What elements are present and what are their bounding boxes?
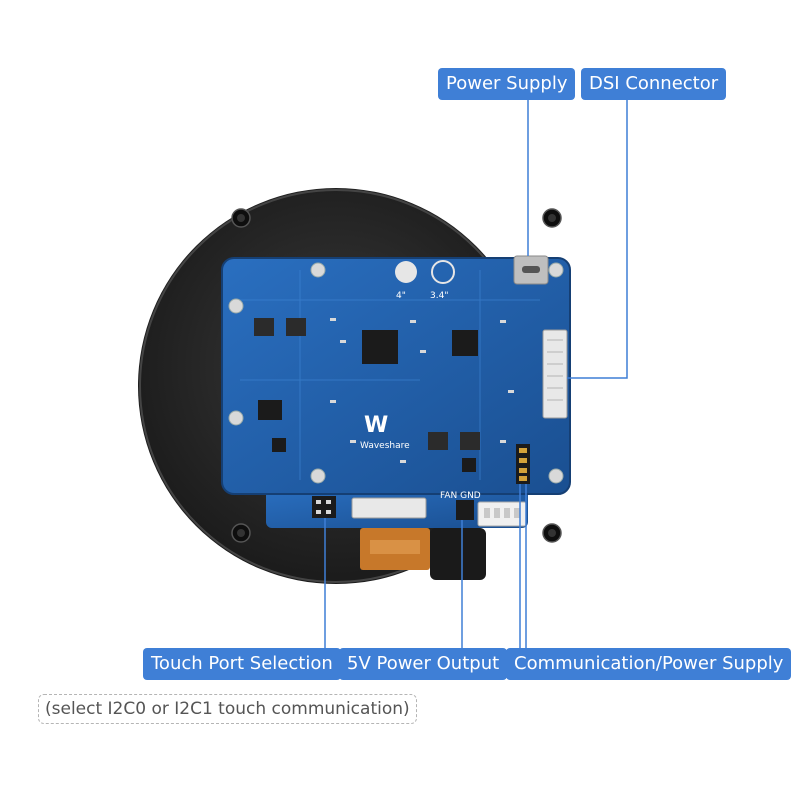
pin-header xyxy=(516,444,530,484)
inductor xyxy=(254,318,274,336)
fan-header-label: FAN GND xyxy=(440,491,481,501)
waveshare-logo-mark: W xyxy=(364,413,388,438)
main-chip xyxy=(362,330,398,364)
chip xyxy=(462,458,476,472)
housing-screw xyxy=(231,208,562,543)
fan-header xyxy=(456,500,474,520)
size-label-4in: 4" xyxy=(396,291,406,301)
inductor xyxy=(286,318,306,336)
pcb-mount-hole xyxy=(228,262,564,484)
callout-5v-power-output: 5V Power Output xyxy=(339,648,508,680)
callout-communication-power-supply: Communication/Power Supply xyxy=(506,648,792,680)
touch-port-jumper xyxy=(312,496,336,518)
pcb-board xyxy=(221,257,571,495)
chip xyxy=(272,438,286,452)
callout-touch-port-selection: Touch Port Selection xyxy=(143,648,341,680)
chip xyxy=(452,330,478,356)
inductor xyxy=(460,432,480,450)
leader-lines xyxy=(324,100,628,648)
inductor xyxy=(428,432,448,450)
dsi-connector-part xyxy=(542,329,568,419)
size-label-3-4in: 3.4" xyxy=(430,291,448,301)
chip xyxy=(258,400,282,420)
brand-label: Waveshare xyxy=(360,441,410,451)
touch-selection-note: (select I2C0 or I2C1 touch communication… xyxy=(38,694,417,724)
callout-dsi-connector: DSI Connector xyxy=(581,68,727,100)
callout-power-supply: Power Supply xyxy=(438,68,576,100)
